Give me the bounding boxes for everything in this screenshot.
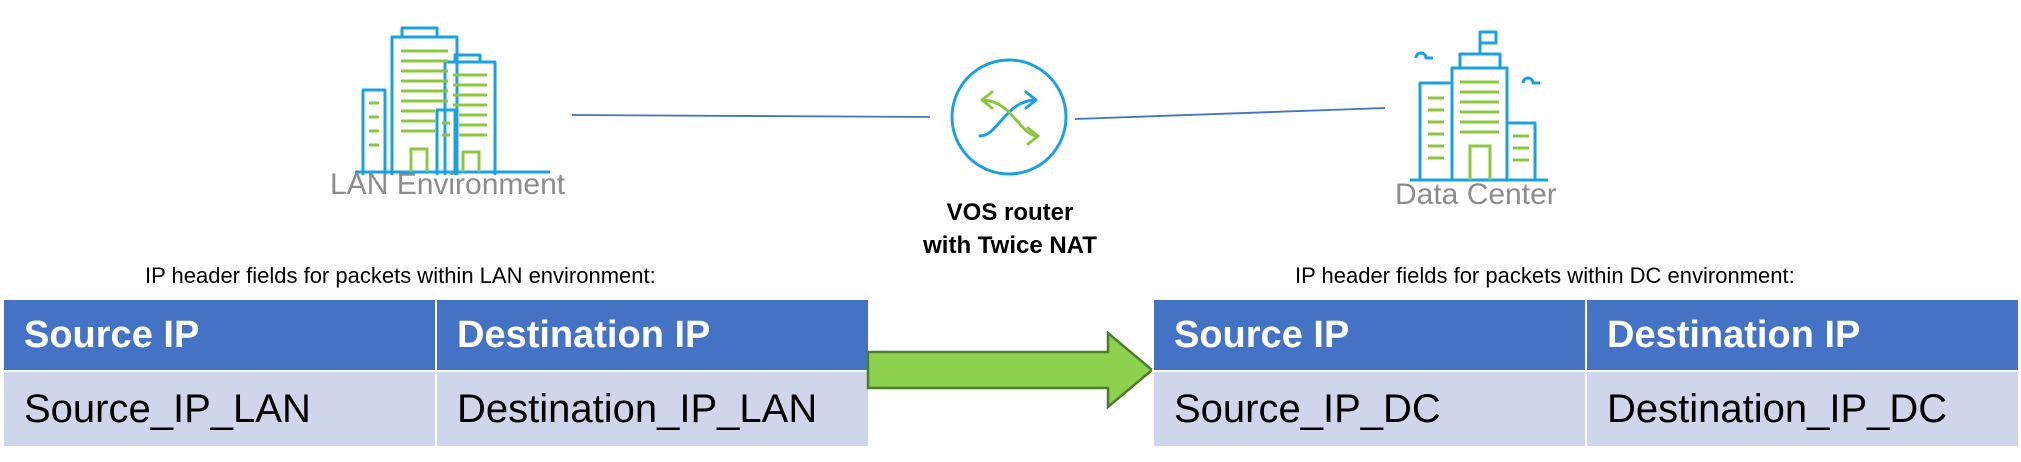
table-header-row: Source IP Destination IP	[2, 298, 870, 372]
data-center-building-icon	[1410, 30, 1548, 182]
dc-destination-ip-header: Destination IP	[1585, 298, 2020, 372]
lan-destination-ip-value: Destination_IP_LAN	[435, 370, 870, 448]
dc-destination-ip-value: Destination_IP_DC	[1585, 370, 2020, 448]
dc-source-ip-header: Source IP	[1152, 298, 1587, 372]
data-center-label: Data Center	[1395, 178, 1557, 211]
right-arrow-icon	[866, 330, 1154, 410]
router-label-line1: VOS router	[946, 199, 1074, 226]
table-header-row: Source IP Destination IP	[1152, 298, 2020, 372]
dc-ip-table: Source IP Destination IP Source_IP_DC De…	[1152, 298, 2020, 448]
lan-environment-label: LAN Environment	[330, 168, 566, 201]
lan-to-router-line	[571, 114, 931, 118]
dc-table-title: IP header fields for packets within DC e…	[1295, 263, 1795, 288]
router-to-dc-line	[1074, 107, 1386, 120]
router-label-line2: with Twice NAT	[923, 232, 1097, 259]
lan-destination-ip-header: Destination IP	[435, 298, 870, 372]
router-shuffle-icon	[950, 58, 1068, 176]
table-row: Source_IP_LAN Destination_IP_LAN	[2, 370, 870, 448]
office-buildings-icon	[355, 26, 550, 175]
lan-source-ip-header: Source IP	[2, 298, 437, 372]
lan-table-title: IP header fields for packets within LAN …	[145, 263, 656, 288]
router-label: VOS router with Twice NAT	[860, 196, 1160, 262]
lan-ip-table: Source IP Destination IP Source_IP_LAN D…	[2, 298, 870, 448]
dc-source-ip-value: Source_IP_DC	[1152, 370, 1587, 448]
lan-source-ip-value: Source_IP_LAN	[2, 370, 437, 448]
table-row: Source_IP_DC Destination_IP_DC	[1152, 370, 2020, 448]
